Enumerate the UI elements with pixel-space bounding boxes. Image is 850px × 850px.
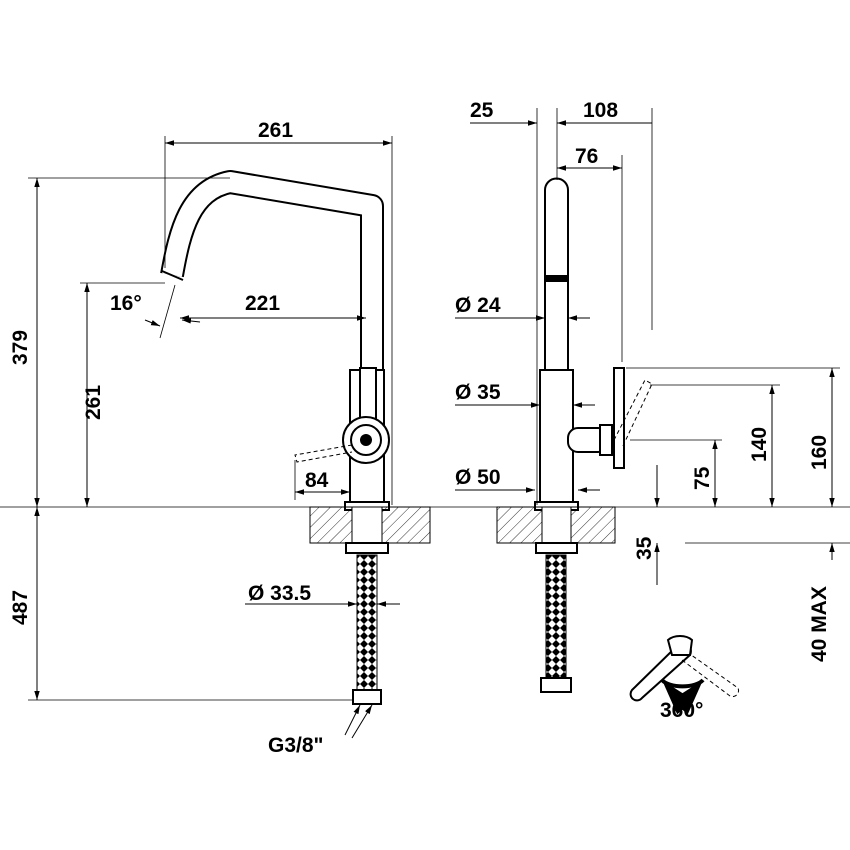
dim-height-160: 160 [808,435,831,470]
supply-hose-front [545,554,567,679]
dim-offset-25: 25 [470,99,494,122]
rotation-label: 360° [660,699,703,722]
spout-front [544,177,569,370]
dim-depth-76: 76 [575,145,598,168]
dim-height-140: 140 [748,427,771,462]
dim-counter-35: 35 [633,536,656,560]
dim-counter-max: 40 MAX [808,586,831,662]
handle-alt-position [294,444,353,463]
dim-height-total: 379 [9,330,32,365]
dim-spout-reach: 221 [245,292,280,315]
dim-handle-reach: 84 [305,469,329,492]
mounting-nut [345,542,389,554]
dim-height-75: 75 [691,466,714,490]
handle-alt-position-front [613,379,653,449]
rotation-360-icon: 360° [629,635,740,722]
dim-hose-diameter: Ø 33.5 [248,582,311,605]
handle-lever-front [613,367,625,469]
dim-spout-height: 261 [82,385,105,420]
connection-thread-label: G3/8" [268,734,323,757]
dim-body-diameter: Ø 35 [455,381,501,404]
dim-spout-angle: 16° [110,292,142,315]
front-view: 25 108 76 Ø 24 Ø 35 Ø 50 160 140 75 [455,99,850,693]
dim-hose-length: 487 [9,590,32,625]
dim-depth-108: 108 [583,99,618,122]
dim-spout-diameter: Ø 24 [455,294,501,317]
supply-hose [356,554,378,691]
hose-fitting [352,689,382,705]
dim-width-total: 261 [258,119,293,142]
side-view: 261 379 261 16° 221 84 487 Ø 33.5 G3/8" [9,119,431,757]
dim-base-diameter: Ø 50 [455,466,501,489]
